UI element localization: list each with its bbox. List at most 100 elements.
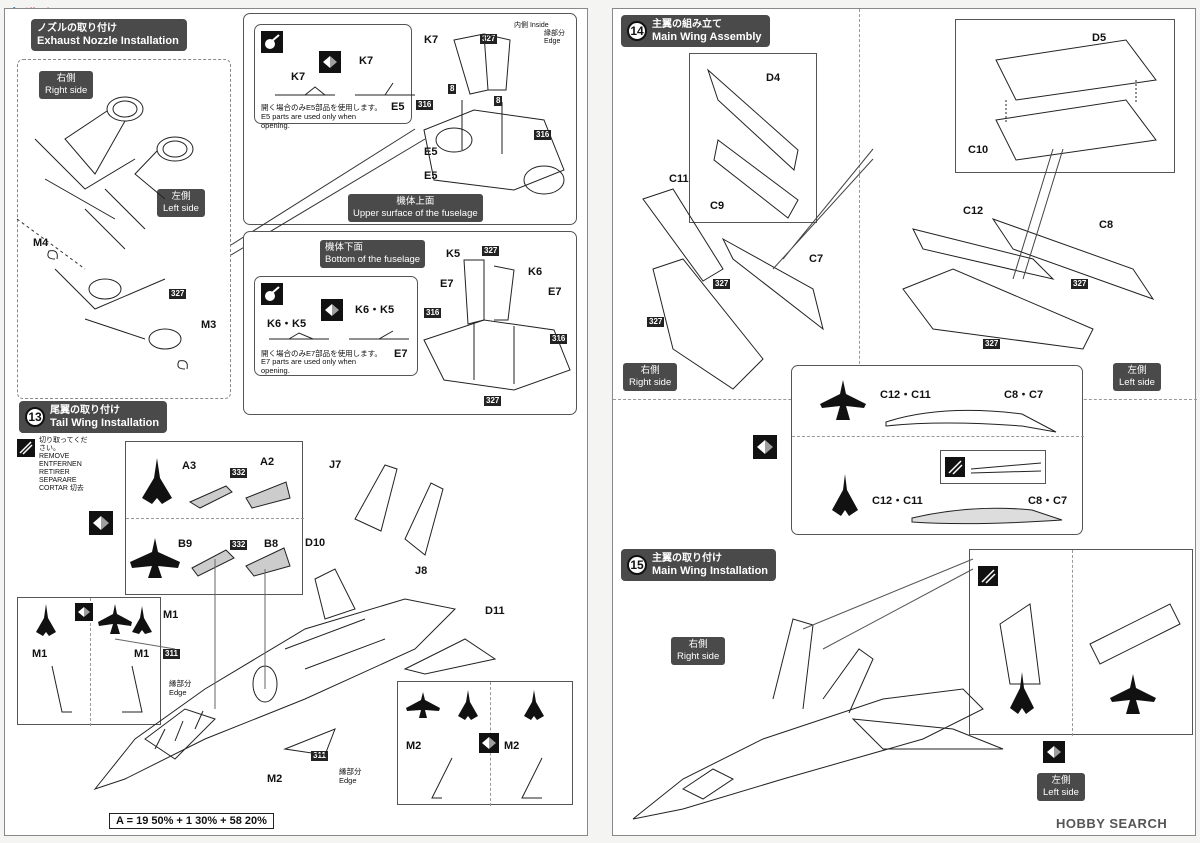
wing-left-en: Left side	[1119, 377, 1155, 388]
upper-k7-main: K7	[424, 34, 439, 46]
left-side-ja: 左側	[171, 191, 191, 202]
aircraft-spread-install-icon	[1110, 674, 1156, 714]
cut-icon-wing-install	[978, 566, 998, 586]
upper-316-a: 316	[416, 100, 434, 110]
part-d11-label: D11	[485, 605, 505, 617]
lower-caption: 機体下面 Bottom of the fuselage	[320, 240, 426, 268]
part-c12-label: C12	[963, 205, 984, 217]
step-tail-title-ja: 尾翼の取り付け	[50, 405, 120, 416]
choice-arrow-icon-install	[1043, 741, 1065, 763]
lower-316-b: 316	[550, 334, 568, 344]
edge-b-en: Edge	[339, 776, 357, 785]
arrow-choice-icon	[319, 51, 341, 73]
tail-fin-parts-drawing	[188, 481, 291, 577]
choice-arrow-icon-tail	[89, 511, 113, 535]
exhaust-right-side-tag: 右側 Right side	[39, 71, 94, 99]
lower-e7-a: E7	[440, 278, 454, 290]
part-c10-label: C10	[968, 144, 989, 156]
m1-divider	[90, 598, 91, 726]
part-m4-label: M4	[33, 237, 49, 249]
arrow-choice-icon-2	[321, 299, 343, 321]
wing-right-ja: 右側	[640, 365, 660, 376]
paint-spray-icon-2	[261, 283, 283, 305]
edge-a-ja: 縁部分	[169, 679, 192, 688]
step-exhaust-header: ノズルの取り付け Exhaust Nozzle Installation	[31, 19, 187, 51]
remove-cut-icon	[17, 439, 35, 457]
tail-332-b: 332	[230, 540, 248, 550]
edge-ja: 縁部分	[544, 30, 565, 37]
step-exhaust-title-en: Exhaust Nozzle Installation	[37, 35, 179, 47]
part-d10-label: D10	[305, 537, 326, 549]
m1-part-drawing	[51, 665, 143, 713]
wing-install-divider	[1072, 550, 1073, 736]
part-m3-label: M3	[201, 319, 217, 331]
part-j7-label: J7	[329, 459, 342, 471]
upper-inset-e5: E5	[391, 101, 405, 113]
edge-a-en: Edge	[169, 688, 187, 697]
lower-inset-k6k5-a: K6・K5	[267, 318, 307, 330]
wing-327-d: 327	[983, 339, 1001, 349]
aircraft-spread-silhouette-icon	[130, 538, 180, 578]
upper-316-b: 316	[534, 130, 552, 140]
wing-section-divider	[792, 436, 1084, 437]
lower-k6: K6	[528, 266, 543, 278]
step-tail-header: 13 尾翼の取り付け Tail Wing Installation	[19, 401, 168, 433]
aircraft-silhouette-m2c-icon	[524, 690, 544, 720]
install-right-side-tag: 右側 Right side	[671, 637, 726, 665]
step-exhaust-title-ja: ノズルの取り付け	[37, 23, 117, 34]
inside-en: Inside	[529, 22, 549, 29]
aircraft-swept-install-icon	[1010, 672, 1034, 714]
install-right-ja: 右側	[688, 639, 708, 650]
lower-e7-inset: E7	[394, 348, 408, 360]
edge-en: Edge	[544, 38, 561, 45]
aircraft-silhouette-m1a-icon	[36, 604, 56, 636]
install-left-side-tag: 左側 Left side	[1037, 773, 1085, 801]
footer-logo: HOBBY SEARCH	[1056, 816, 1168, 831]
d5-c10-panel: D5 C10	[955, 19, 1175, 173]
section-c12c11-a: C12・C11	[880, 389, 931, 401]
wing-install-detail-drawing	[999, 603, 1181, 685]
upper-8-b: 8	[494, 96, 503, 106]
install-left-ja: 左側	[1051, 775, 1071, 786]
step-tail-title-en: Tail Wing Installation	[50, 417, 160, 429]
part-c9-label: C9	[710, 200, 725, 212]
part-j8-label: J8	[415, 565, 428, 577]
tail-332-a: 332	[230, 468, 248, 478]
d4-c9-panel: D4 C9	[689, 53, 817, 223]
upper-inset-panel: K7 K7 E5 開く場合のみE5部品を使用します。 E5 parts are …	[254, 24, 415, 130]
f14-tail-assembly-drawing	[93, 464, 497, 791]
d4-c9-drawing	[706, 68, 799, 219]
color-327-badge: 327	[169, 289, 187, 299]
lower-note-ja: 開く場合のみE7部品を使用します。	[261, 349, 382, 358]
part-c11-label: C11	[669, 173, 689, 185]
part-a3-label: A3	[182, 460, 197, 472]
aircraft-silhouette-m1c-icon	[132, 606, 152, 634]
m1-label-b: M1	[134, 648, 150, 660]
upper-caption-ja: 機体上面	[396, 196, 435, 207]
cut-detail-drawing	[970, 462, 1042, 474]
part-m1-main-label: M1	[163, 609, 179, 621]
choice-arrow-icon-m2	[479, 733, 499, 753]
tail-311-a: 311	[163, 649, 180, 659]
step-wing-install-header: 15 主翼の取り付け Main Wing Installation	[621, 549, 777, 581]
install-left-en: Left side	[1043, 787, 1079, 798]
upper-inset-k7-b: K7	[359, 55, 374, 67]
step-13-badge: 13	[25, 407, 45, 427]
step-main-wing-header: 14 主翼の組み立て Main Wing Assembly	[621, 15, 770, 47]
lower-e7-b: E7	[548, 286, 562, 298]
wing-right-side-tag: 右側 Right side	[623, 363, 678, 391]
step-14-badge: 14	[627, 21, 647, 41]
step-15-badge: 15	[627, 555, 647, 575]
step-main-wing-title-ja: 主翼の組み立て	[652, 19, 722, 30]
edge-b-ja: 縁部分	[339, 767, 362, 776]
right-side-ja: 右側	[56, 73, 76, 84]
lower-inset-panel: K6・K5 K6・K5 開く場合のみE7部品を使用します。 E7 parts a…	[254, 276, 418, 376]
wing-327-c: 327	[1071, 279, 1089, 289]
part-d5-label: D5	[1092, 32, 1107, 44]
tail-choice-divider	[126, 518, 304, 519]
part-c8-label: C8	[1099, 219, 1114, 231]
lower-inset-k6k5-b: K6・K5	[355, 304, 395, 316]
m1-label-a: M1	[32, 648, 48, 660]
upper-note-en: E5 parts are used only when opening.	[261, 112, 357, 130]
wing-section-panel: C12・C11 C8・C7 C12・C11 C8・C7	[791, 365, 1084, 535]
